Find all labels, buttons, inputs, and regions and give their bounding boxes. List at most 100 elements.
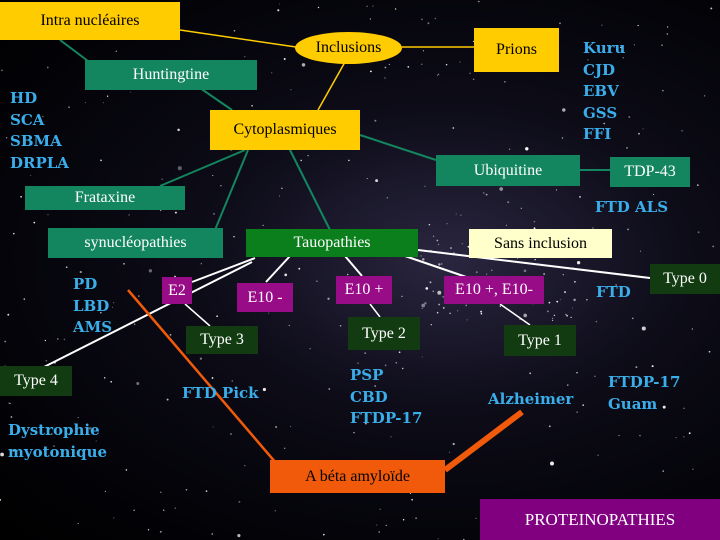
star [592, 227, 594, 229]
star [635, 386, 638, 388]
star [438, 303, 440, 306]
star [442, 296, 444, 298]
label-alzheimer: Alzheimer [488, 390, 574, 408]
star [200, 263, 202, 265]
title-proteinopathies: PROTEINOPATHIES [480, 499, 720, 540]
star [565, 313, 567, 316]
dystrophie-label: Dystrophie myotonique [8, 420, 107, 463]
star [633, 44, 635, 46]
star [485, 193, 488, 196]
star [13, 232, 15, 235]
dystrophie-line: myotonique [8, 442, 108, 461]
star [548, 301, 551, 304]
star [79, 270, 82, 274]
star [137, 295, 140, 297]
star [520, 207, 522, 209]
star [666, 33, 669, 35]
star [691, 328, 694, 330]
star [136, 381, 140, 386]
node-intra-nucleaires: Intra nucléaires [0, 2, 180, 40]
huntingtine-disease: DRPLA [10, 153, 69, 172]
prion-disease: CJD [583, 60, 616, 79]
star [586, 298, 588, 301]
star [88, 427, 92, 430]
star [437, 243, 440, 246]
star [566, 314, 568, 317]
star [42, 115, 44, 118]
star [436, 239, 439, 242]
star [452, 127, 455, 129]
node-sans-inclusion: Sans inclusion [469, 229, 612, 258]
node-prions: Prions [474, 28, 559, 72]
star [626, 147, 628, 149]
star [553, 314, 556, 317]
prion-disease: GSS [583, 103, 618, 122]
star [459, 61, 461, 63]
star [233, 235, 235, 238]
link-abeta-alzheimer [443, 409, 524, 473]
star [638, 132, 640, 135]
star [572, 307, 574, 309]
star [283, 58, 286, 60]
star [369, 18, 371, 20]
link-abeta-e2 [127, 289, 283, 471]
star [582, 404, 585, 406]
star [456, 310, 459, 312]
type0-disease-list: FTDP-17 Guam [608, 371, 680, 415]
link-cytoplasmiques-tauopathies [289, 149, 331, 231]
star [390, 436, 392, 438]
star [523, 313, 528, 318]
star [422, 258, 425, 261]
star [579, 195, 581, 198]
star [147, 529, 150, 531]
star [696, 184, 699, 186]
star [364, 352, 367, 354]
star [159, 530, 162, 533]
link-tauopathies-e2 [191, 257, 256, 283]
star [289, 426, 291, 428]
star [567, 384, 569, 386]
star [113, 302, 115, 304]
star [427, 22, 430, 25]
star [211, 533, 214, 535]
star [421, 303, 426, 308]
star [466, 319, 468, 321]
star [231, 380, 234, 382]
star [18, 113, 20, 116]
star [507, 201, 510, 204]
star [375, 179, 379, 183]
star [562, 108, 566, 112]
star [262, 224, 264, 227]
type2-disease-list: PSP CBD FTDP-17 [350, 365, 422, 430]
prion-disease: Kuru [583, 39, 626, 57]
star [428, 223, 431, 226]
star [20, 195, 22, 198]
star [543, 273, 545, 275]
star [33, 221, 36, 224]
node-type-0: Type 0 [650, 264, 720, 294]
star [309, 348, 311, 350]
star [5, 137, 8, 139]
star [708, 350, 711, 353]
star [379, 508, 381, 510]
star [284, 447, 286, 449]
star [386, 197, 389, 199]
star [641, 326, 646, 331]
star [123, 263, 125, 265]
star [651, 365, 654, 368]
star [555, 189, 557, 191]
star [576, 411, 578, 414]
prion-disease: FFI [583, 125, 612, 143]
star [534, 258, 536, 261]
star [328, 388, 331, 390]
star [378, 531, 381, 533]
star [316, 280, 318, 282]
node-type-3: Type 3 [186, 326, 258, 354]
star [199, 357, 203, 360]
node-e10-plus: E10 + [336, 276, 392, 304]
star [434, 17, 437, 20]
star [56, 338, 59, 340]
star [661, 44, 663, 46]
star [395, 362, 397, 364]
